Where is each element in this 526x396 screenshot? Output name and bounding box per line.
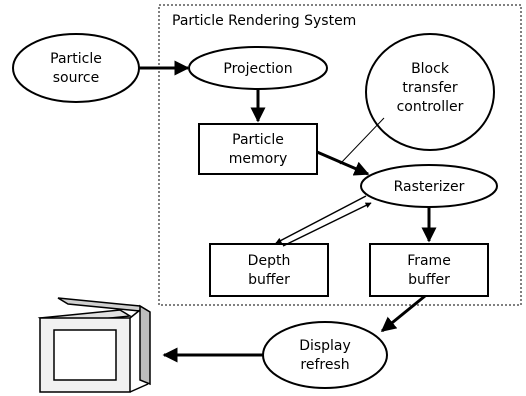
display-refresh-node: Display refresh [262,321,388,389]
projection-node: Projection [188,46,328,90]
particle-memory-label-2: memory [229,151,288,167]
frame-buffer-label-1: Frame [407,253,451,269]
link-controller-to-memory [339,117,385,165]
block-transfer-label-3: controller [397,99,464,115]
frame-buffer-node: Frame buffer [369,243,489,297]
particle-memory-node: Particle memory [198,123,318,175]
arrow-rasterizer-to-depth [275,195,367,244]
arrow-depth-to-rasterizer [282,202,372,247]
frame-buffer-label-2: buffer [408,272,450,288]
system-label: Particle Rendering System [172,13,356,29]
depth-buffer-label-1: Depth [248,253,291,269]
monitor-icon [37,297,151,393]
block-transfer-label-1: Block [411,61,450,77]
block-transfer-label-2: transfer [402,80,458,96]
depth-buffer-label-2: buffer [248,272,290,288]
particle-memory-label-1: Particle [232,132,284,148]
particle-source-node: Particle source [12,33,140,103]
arrow-frame-to-display [380,294,426,333]
system-boundary [158,4,522,306]
depth-buffer-node: Depth buffer [209,243,329,297]
arrow-memory-to-rasterizer [316,150,370,176]
particle-source-label-2: source [53,70,100,86]
display-refresh-label-2: refresh [300,357,349,373]
rasterizer-label: Rasterizer [394,179,465,195]
block-transfer-controller-node: Block transfer controller [365,33,495,151]
particle-source-label-1: Particle [50,51,102,67]
display-refresh-label-1: Display [299,338,351,354]
projection-label: Projection [223,61,292,77]
rasterizer-node: Rasterizer [360,164,498,208]
